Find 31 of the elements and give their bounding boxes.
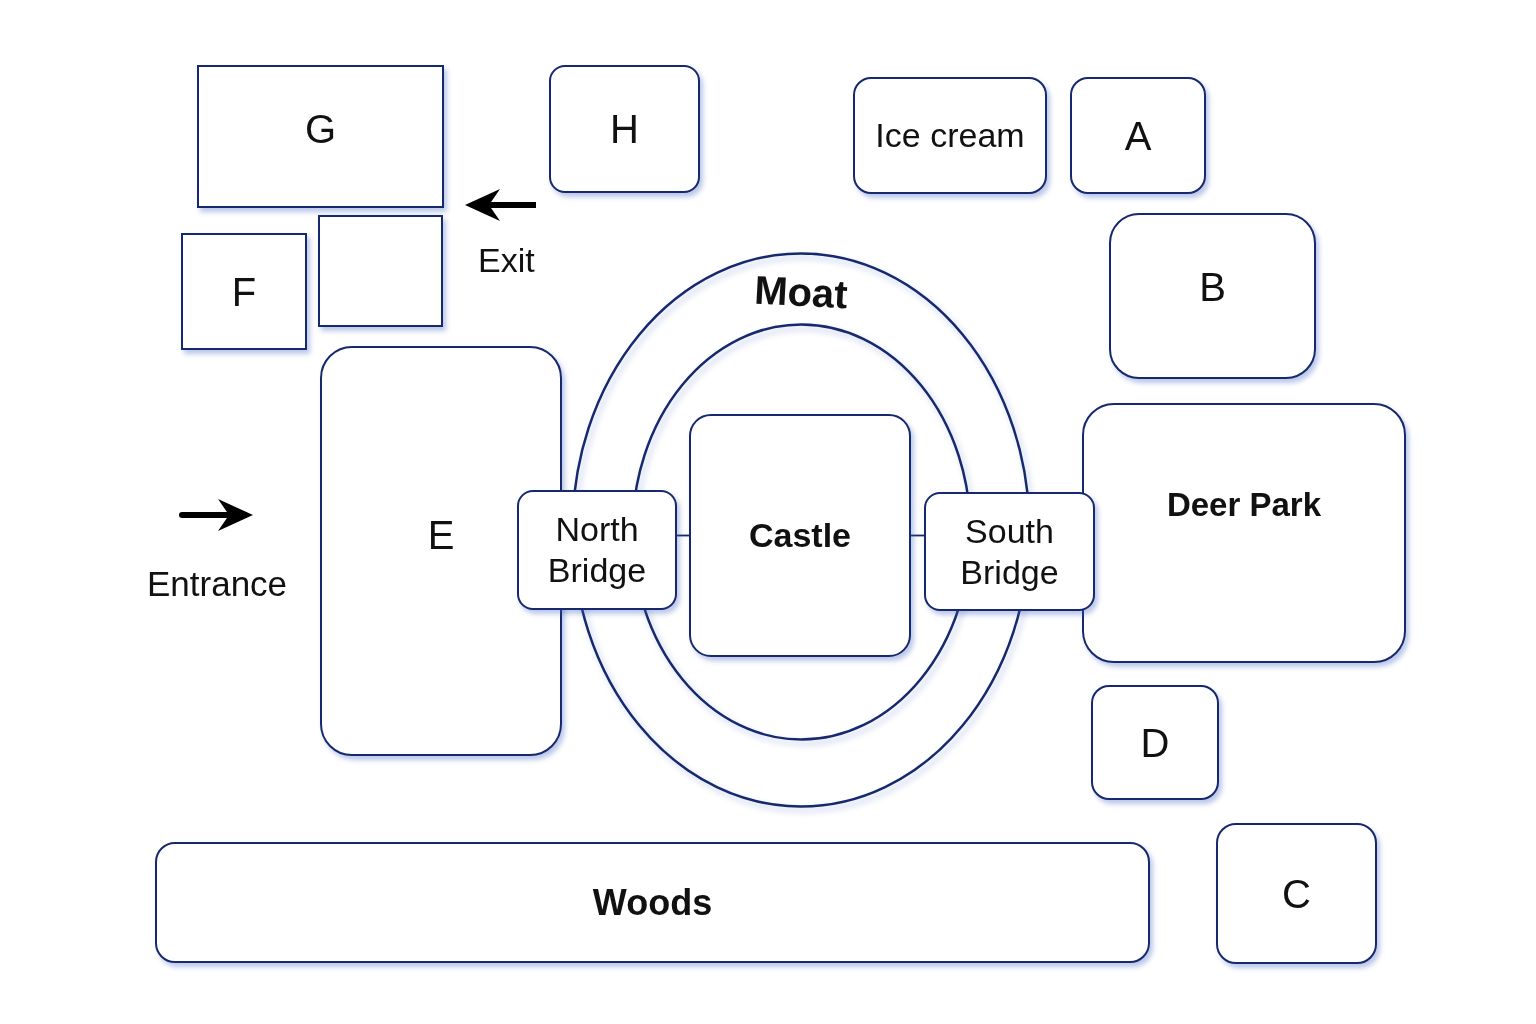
- map-label: Entrance: [147, 563, 288, 605]
- map-area: [155, 842, 1150, 963]
- map-area: [1070, 77, 1206, 194]
- area-label: C: [1282, 870, 1311, 918]
- map-area: [1109, 213, 1316, 379]
- map-area: [318, 215, 443, 327]
- area-label: G: [304, 105, 337, 153]
- map-area: [197, 65, 444, 208]
- map-area: [1091, 685, 1219, 800]
- area-label: D: [1140, 719, 1170, 767]
- area-label: F: [231, 268, 257, 316]
- area-label: Castle: [748, 515, 852, 556]
- area-label: H: [610, 106, 639, 153]
- map-area: [1216, 823, 1377, 964]
- map-area: [1082, 403, 1406, 663]
- map-area: [689, 414, 911, 657]
- area-label: Moat: [753, 266, 849, 319]
- map-area: [517, 490, 677, 610]
- area-label: Deer Park: [1166, 485, 1322, 525]
- area-label: E: [427, 512, 455, 559]
- map-area: [924, 492, 1095, 611]
- map-label: Exit: [478, 240, 535, 281]
- area-label: B: [1199, 264, 1226, 311]
- map-area: [853, 77, 1047, 194]
- area-label: A: [1124, 112, 1152, 160]
- area-label: North Bridge: [547, 509, 647, 591]
- area-label: Woods: [592, 880, 713, 925]
- map-area: [549, 65, 700, 193]
- area-label: South Bridge: [960, 510, 1059, 593]
- map-area: [181, 233, 307, 350]
- area-label: Ice cream: [875, 115, 1025, 156]
